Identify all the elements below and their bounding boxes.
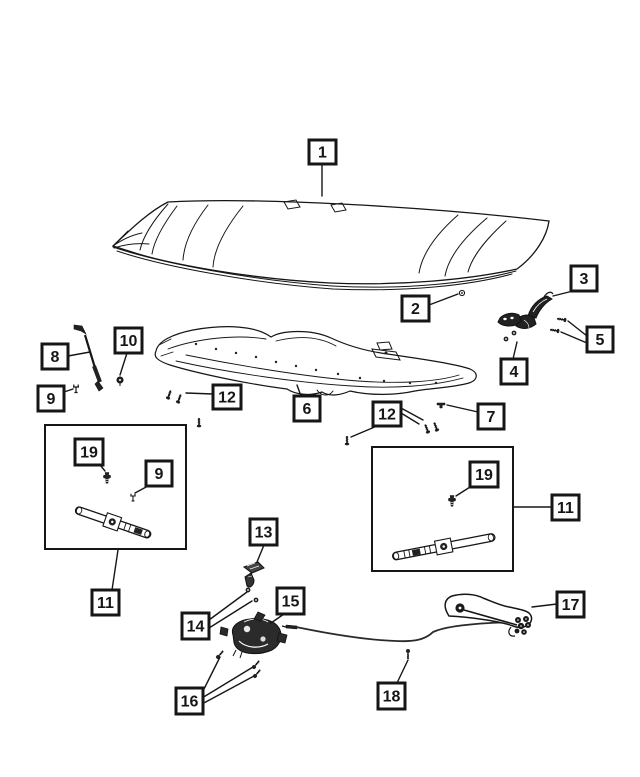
callout-13-leader-line (256, 544, 265, 563)
callout-12-right-leader-line (400, 412, 420, 425)
callout-10-number: 10 (120, 333, 138, 350)
callout-12-left-number: 12 (218, 390, 236, 407)
callout-18-number: 18 (383, 689, 401, 706)
callout-12-left[interactable]: 12 (211, 383, 243, 411)
callout-4-number: 4 (510, 364, 519, 381)
callout-14-number: 14 (187, 619, 205, 636)
callout-19-left[interactable]: 19 (73, 437, 105, 467)
part-17-release-handle (444, 593, 533, 637)
callout-14-leader-line (208, 591, 248, 621)
callout-9-inner[interactable]: 9 (144, 459, 174, 488)
callout-13-number: 13 (255, 525, 273, 542)
part-7-clip (436, 402, 446, 409)
part-13-safety-catch (242, 561, 265, 588)
callout-8-leader-line (67, 351, 91, 357)
part-4-nuts (503, 330, 517, 342)
callout-3[interactable]: 3 (569, 264, 599, 293)
part-1-hood-panel (111, 199, 550, 291)
callout-11-left-leader-line (111, 549, 119, 591)
callout-17-number: 17 (562, 597, 580, 614)
callout-5[interactable]: 5 (585, 325, 615, 354)
callout-14[interactable]: 14 (180, 611, 211, 641)
callout-12-right[interactable]: 12 (371, 400, 403, 428)
callout-7-leader-line (446, 404, 479, 413)
part-3-hinge (497, 291, 554, 329)
callout-7[interactable]: 7 (476, 402, 506, 431)
callout-6-leader-line (296, 384, 302, 397)
group-box-left (44, 424, 187, 550)
group-boxes (44, 424, 514, 572)
callout-15[interactable]: 15 (275, 586, 306, 616)
callout-8[interactable]: 8 (40, 342, 70, 371)
callout-1-number: 1 (318, 145, 327, 162)
callout-9-left[interactable]: 9 (36, 384, 66, 413)
callout-5-number: 5 (596, 332, 605, 349)
part-2-nut (458, 289, 466, 297)
part-11-support-bar-left (74, 506, 152, 539)
callout-12-right-leader-line (400, 407, 424, 421)
callout-5-leader-line (567, 320, 588, 337)
callout-12-left-leader-line (185, 392, 214, 395)
callout-13[interactable]: 13 (248, 517, 279, 547)
callout-3-number: 3 (580, 271, 589, 288)
callout-17-leader-line (531, 603, 558, 608)
callout-2[interactable]: 2 (400, 294, 431, 323)
callout-16-leader-line (201, 675, 255, 705)
release-cable (281, 621, 516, 643)
callout-4[interactable]: 4 (499, 357, 529, 386)
callout-2-number: 2 (411, 301, 420, 318)
callout-8-number: 8 (51, 349, 60, 366)
callout-10-leader-line (119, 352, 128, 376)
callout-11-left-number: 11 (97, 595, 114, 612)
callout-10[interactable]: 10 (113, 326, 144, 355)
group-box-right (371, 446, 514, 572)
callout-7-number: 7 (487, 409, 496, 426)
callout-19-right-leader-line (455, 486, 471, 497)
callout-19-right-number: 19 (475, 467, 493, 484)
callout-12-right-number: 12 (378, 407, 396, 424)
callout-9-inner-number: 9 (155, 466, 164, 483)
callout-16[interactable]: 16 (174, 686, 205, 716)
callout-14-leader-line (208, 600, 253, 629)
part-15-latch (219, 611, 288, 659)
part-6-insulator-pad (154, 326, 477, 396)
part-11-support-bar-right (391, 533, 496, 561)
part-5-screws (548, 315, 568, 335)
part-18-bolt (405, 648, 411, 660)
callout-2-leader-line (428, 293, 459, 306)
part-8-prop-rod (73, 324, 104, 392)
callout-1[interactable]: 1 (307, 138, 338, 166)
callout-11-right[interactable]: 11 (550, 493, 581, 522)
callout-11-left[interactable]: 11 (90, 588, 121, 617)
part-10-nut (116, 376, 124, 386)
callout-9-left-number: 9 (47, 391, 56, 408)
callout-16-number: 16 (181, 694, 199, 711)
callout-19-left-number: 19 (80, 445, 98, 462)
callout-15-number: 15 (282, 594, 300, 611)
callout-19-right[interactable]: 19 (468, 460, 500, 489)
callout-18[interactable]: 18 (376, 681, 407, 711)
callout-18-leader-line (396, 659, 409, 684)
callout-6[interactable]: 6 (292, 394, 322, 423)
part-14-nuts (245, 587, 259, 603)
callout-11-right-number: 11 (557, 500, 574, 517)
leader-lines (63, 163, 588, 705)
callout-6-number: 6 (303, 401, 312, 418)
callout-16-leader-line (201, 666, 254, 699)
callout-5-leader-line (560, 331, 588, 344)
callout-16-leader-line (201, 656, 221, 694)
callout-12-right-leader-line (350, 425, 378, 438)
callout-4-leader-line (512, 341, 518, 360)
callout-17[interactable]: 17 (555, 590, 586, 619)
